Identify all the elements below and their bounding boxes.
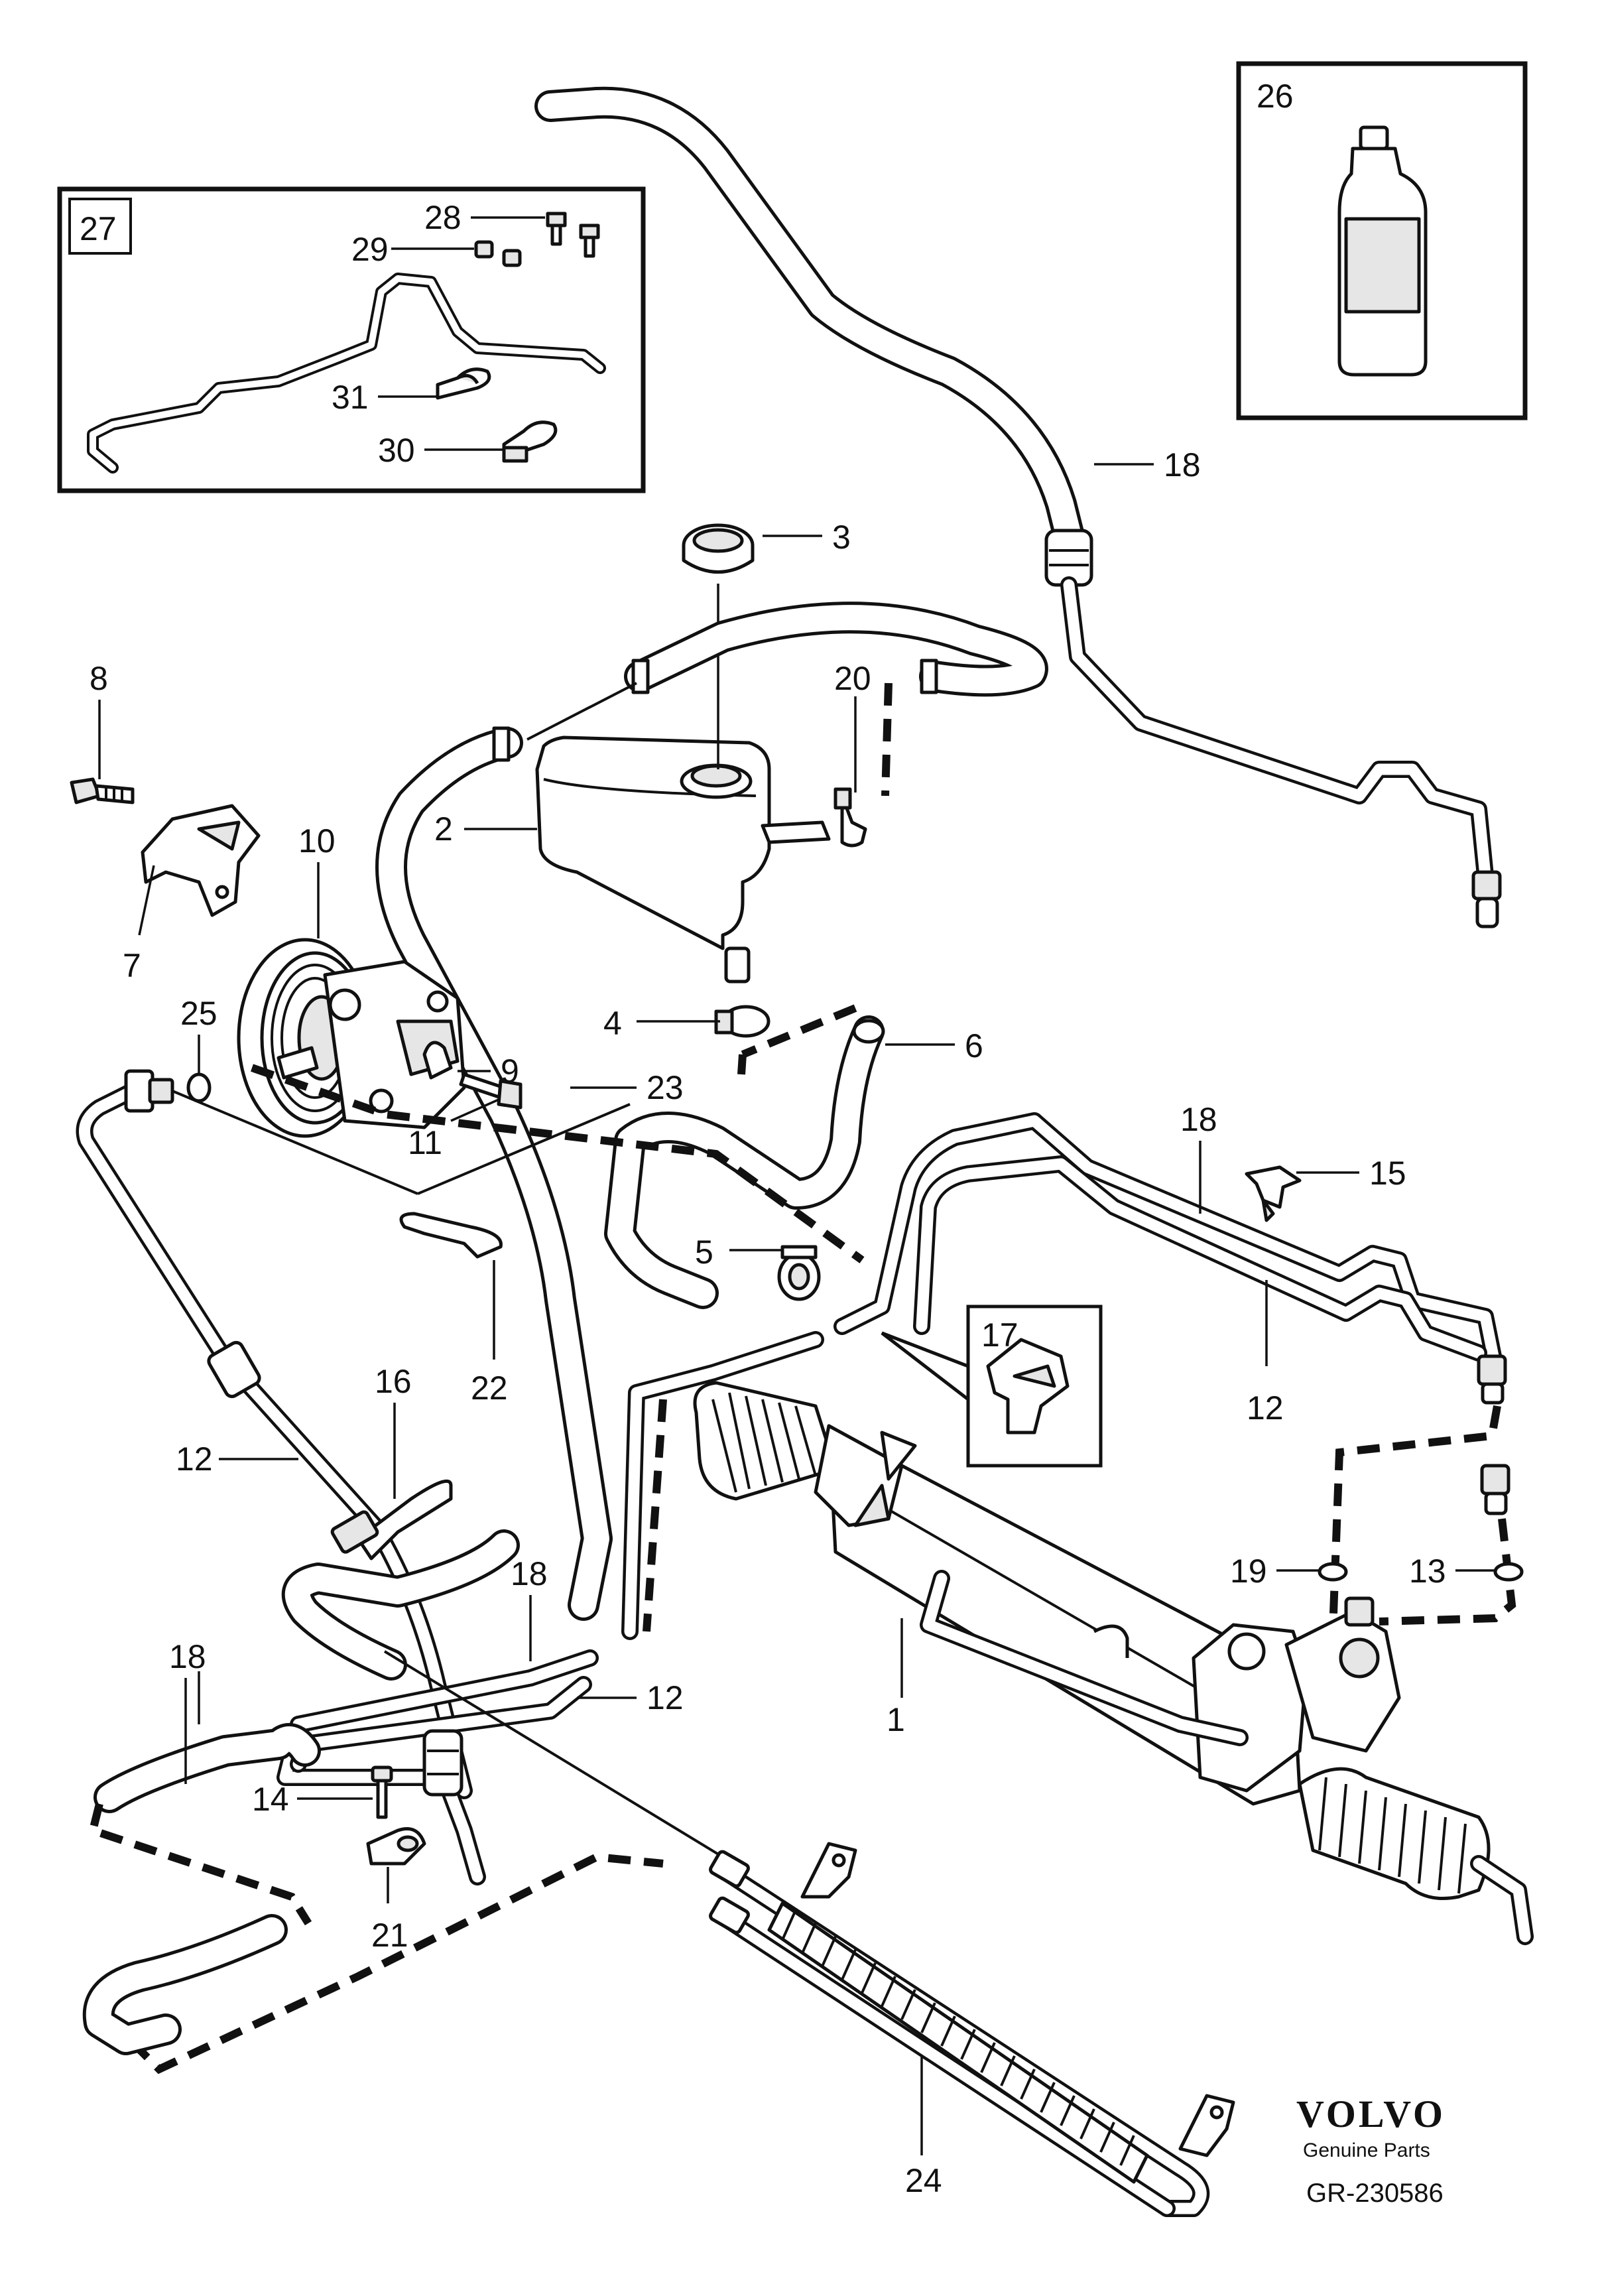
inset-26-fluid bbox=[1236, 61, 1528, 420]
bolt-8-icon bbox=[70, 777, 135, 804]
steering-rack-icon bbox=[693, 1381, 1534, 1945]
fluid-bottle-icon bbox=[1337, 125, 1428, 377]
callout-5: 5 bbox=[695, 1234, 713, 1271]
callout-19: 19 bbox=[1230, 1553, 1267, 1590]
callout-29: 29 bbox=[351, 231, 389, 268]
clip-15-icon bbox=[1245, 1165, 1302, 1222]
brand-tagline: Genuine Parts bbox=[1303, 2139, 1430, 2161]
clamp-20-icon bbox=[833, 787, 867, 848]
callout-4: 4 bbox=[603, 1005, 622, 1042]
clamp-5-icon bbox=[777, 1245, 821, 1301]
clip-31-icon bbox=[436, 367, 491, 400]
callout-16: 16 bbox=[375, 1363, 412, 1400]
callout-22: 22 bbox=[471, 1370, 508, 1407]
nut-29a-icon bbox=[474, 240, 494, 259]
callout-12c: 12 bbox=[647, 1679, 684, 1716]
callout-18c: 18 bbox=[511, 1555, 548, 1592]
return-line-18-top bbox=[534, 86, 1502, 928]
callout-20: 20 bbox=[834, 660, 871, 697]
callout-30: 30 bbox=[378, 432, 415, 469]
clamp-4-icon bbox=[714, 1005, 770, 1038]
callout-27: 27 bbox=[80, 210, 117, 247]
callout-6: 6 bbox=[965, 1027, 983, 1064]
fluid-reservoir-icon bbox=[535, 735, 831, 984]
bolt-11-icon bbox=[459, 1072, 523, 1110]
clamp-16-icon bbox=[330, 1479, 453, 1561]
reservoir-cap-3-icon bbox=[682, 523, 755, 574]
brand-logo: VOLVO bbox=[1296, 2092, 1446, 2136]
callout-8: 8 bbox=[90, 660, 108, 697]
callout-9: 9 bbox=[501, 1052, 519, 1090]
callout-18b: 18 bbox=[1180, 1101, 1217, 1138]
cooler-coil-icon bbox=[709, 1842, 1235, 2217]
bolt-28b-icon bbox=[579, 223, 600, 258]
callout-15: 15 bbox=[1369, 1155, 1406, 1192]
callout-18a: 18 bbox=[1164, 446, 1201, 483]
callout-25: 25 bbox=[180, 995, 217, 1032]
lower-lines-left bbox=[82, 1529, 724, 2074]
bolt-14-icon bbox=[371, 1765, 393, 1819]
pressure-line-12-left bbox=[76, 1069, 631, 1799]
clip-22-icon bbox=[399, 1212, 503, 1259]
power-steering-pump-icon bbox=[237, 938, 466, 1138]
callout-11: 11 bbox=[408, 1124, 442, 1161]
return-hose-6 bbox=[604, 1004, 885, 1309]
callout-28: 28 bbox=[424, 199, 462, 236]
hose-23 bbox=[375, 726, 613, 1621]
brand-block: VOLVO Genuine Parts GR-230586 bbox=[1296, 2092, 1446, 2208]
callout-14: 14 bbox=[252, 1781, 289, 1818]
callout-31: 31 bbox=[332, 379, 369, 416]
callout-17: 17 bbox=[981, 1316, 1018, 1354]
bolt-28a-icon bbox=[546, 212, 567, 246]
inset-17-clip-detail bbox=[881, 1305, 1103, 1468]
bracket-7-icon bbox=[141, 804, 261, 917]
supply-hose-top bbox=[526, 602, 1048, 797]
clip-21-icon bbox=[366, 1827, 426, 1866]
callout-12b: 12 bbox=[1247, 1389, 1284, 1427]
callout-12a: 12 bbox=[176, 1440, 213, 1478]
callout-1: 1 bbox=[887, 1701, 905, 1738]
seal-19-icon bbox=[1318, 1562, 1348, 1582]
callout-24: 24 bbox=[905, 2162, 942, 2199]
nut-29b-icon bbox=[502, 249, 522, 267]
callout-13: 13 bbox=[1409, 1553, 1446, 1590]
routing-dashed-pump bbox=[251, 1064, 865, 1263]
callout-2: 2 bbox=[434, 810, 453, 848]
callout-23: 23 bbox=[647, 1069, 684, 1106]
clip-30-icon bbox=[502, 420, 558, 463]
callout-21: 21 bbox=[371, 1917, 408, 1954]
inset-27-pipe-kit bbox=[57, 186, 646, 493]
callout-10: 10 bbox=[298, 822, 336, 860]
pressure-line-12-right bbox=[621, 1112, 1516, 1649]
seal-13-icon bbox=[1493, 1562, 1524, 1582]
callout-3: 3 bbox=[832, 519, 851, 556]
diagram-reference: GR-230586 bbox=[1306, 2179, 1444, 2208]
callout-18d: 18 bbox=[169, 1638, 206, 1675]
seal-25-icon bbox=[186, 1072, 212, 1103]
callout-26: 26 bbox=[1257, 78, 1294, 115]
callout-7: 7 bbox=[123, 947, 141, 984]
